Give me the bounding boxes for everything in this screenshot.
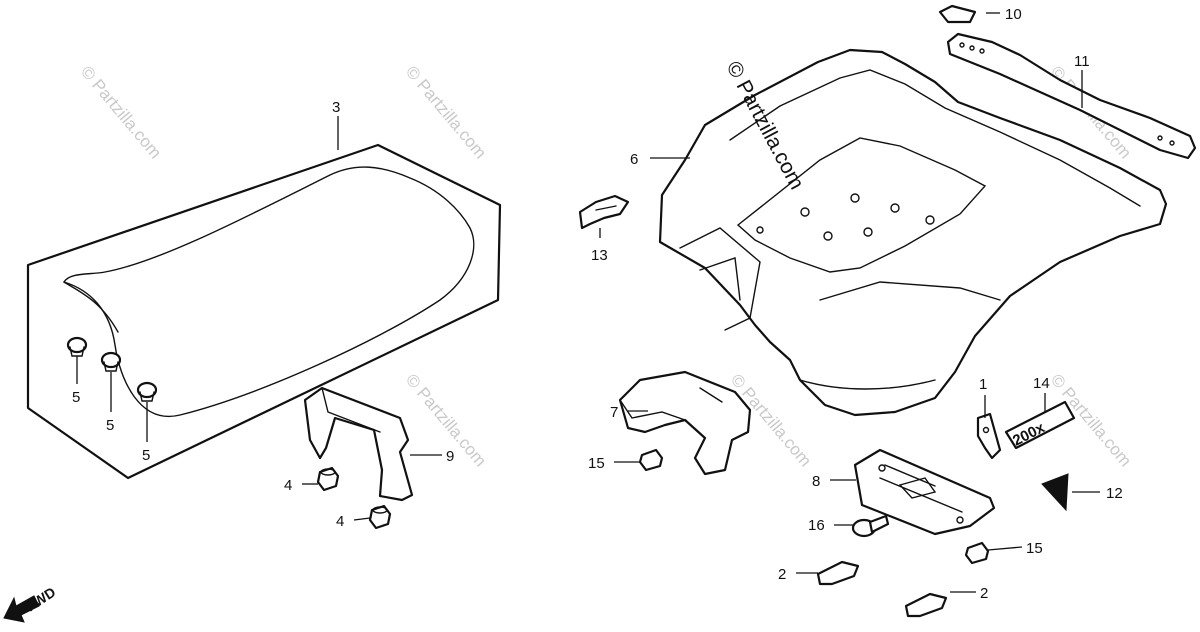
callout-15: 15	[1026, 540, 1043, 557]
rear-bracket-part	[618, 370, 752, 476]
clip-nut-parts	[816, 560, 948, 618]
callout-14: 12	[1106, 485, 1123, 502]
grommet-icon	[136, 381, 158, 402]
stay-part	[976, 412, 1002, 460]
callout-13: 14	[1033, 375, 1050, 392]
nut-icon	[316, 466, 340, 492]
grommet-icon	[100, 351, 122, 372]
callout-5: 5	[106, 417, 114, 434]
watermark: © Partzilla.com	[402, 62, 490, 162]
fwd-indicator: FWD	[3, 584, 58, 623]
seat-part	[26, 143, 502, 480]
fwd-label: FWD	[23, 584, 58, 615]
bolt-part	[851, 514, 890, 538]
collar-icon	[964, 541, 990, 565]
callout-10: 10	[1005, 6, 1022, 23]
callout-12: 13	[591, 247, 608, 264]
callout-8: 8	[812, 473, 820, 490]
callout-6: 6	[630, 151, 638, 168]
emblem-part: 200x	[1004, 400, 1076, 450]
callout-1: 1	[979, 376, 987, 393]
callout-labels: 3 5 5 5 4 4 9 6 13 10 11 7 15 8 16 2 2 1…	[72, 6, 1123, 602]
nut-icon	[368, 504, 392, 530]
callout-5: 5	[142, 447, 150, 464]
reflector-part	[1041, 473, 1069, 512]
strip-part	[946, 32, 1197, 160]
callout-9: 9	[446, 448, 454, 465]
callout-2: 2	[778, 566, 786, 583]
pad-part	[938, 4, 977, 24]
fwd-arrow-icon	[3, 595, 40, 623]
callout-5: 5	[72, 389, 80, 406]
callout-15: 15	[588, 455, 605, 472]
callout-4: 4	[284, 477, 292, 494]
callout-2: 2	[980, 585, 988, 602]
collar-icon	[638, 448, 664, 472]
collar-parts	[638, 448, 990, 565]
callout-7: 7	[610, 404, 618, 421]
leader-lines	[76, 12, 1100, 593]
callout-3: 3	[332, 99, 340, 116]
callout-11: 11	[1074, 53, 1090, 70]
clip-part	[578, 194, 630, 230]
plate-part	[853, 448, 996, 536]
callout-4: 4	[336, 513, 344, 530]
watermark: © Partzilla.com	[77, 62, 165, 162]
clip-nut-icon	[904, 592, 948, 618]
callout-16: 16	[808, 517, 825, 534]
nut-parts	[316, 466, 392, 530]
rear-fender-part	[658, 48, 1168, 417]
clip-nut-icon	[816, 560, 860, 586]
seat-bracket-part	[303, 386, 414, 502]
